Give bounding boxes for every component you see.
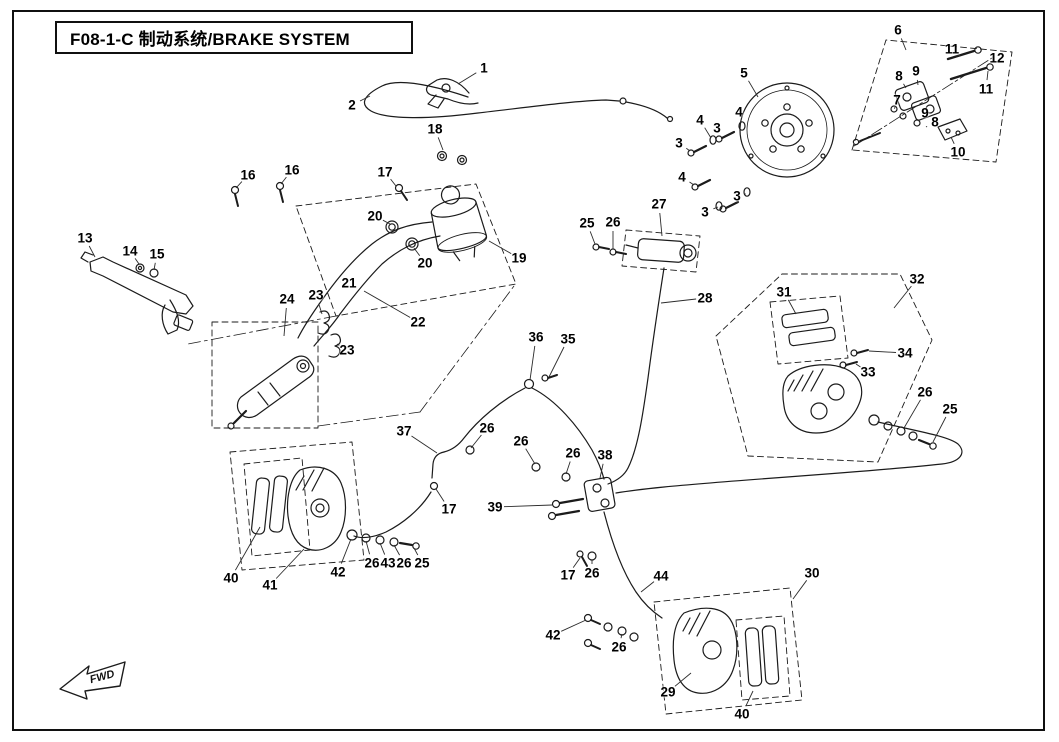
construction-lines	[187, 285, 515, 427]
rear-caliper-drawing	[672, 607, 780, 694]
hose-clamps-drawing	[385, 220, 419, 251]
brake-lever-drawing	[425, 78, 479, 109]
front-brake-hose-drawing	[363, 81, 674, 123]
page-border	[12, 10, 1045, 731]
hose-fittings-drawing	[443, 374, 605, 480]
clamp-screw-drawing	[394, 183, 408, 201]
brake-pedal-lever-drawing	[80, 251, 194, 335]
rear-master-cylinder-drawing	[592, 238, 697, 263]
fwd-label: FWD	[89, 668, 116, 686]
front-caliper-assembly-drawing	[852, 46, 994, 147]
title-box: F08-1-C 制动系统/BRAKE SYSTEM	[55, 21, 413, 54]
brake-fluid-reservoir-drawing	[430, 185, 488, 262]
junction-block-drawing	[531, 462, 616, 521]
dashed-enclosures	[211, 39, 1013, 715]
hose-clips-drawing	[317, 310, 342, 358]
reservoir-hoses-drawing	[297, 221, 441, 347]
front-hose-elbow-drawing	[353, 445, 475, 539]
fwd-arrow: FWD	[59, 661, 126, 700]
bracket-bolts-drawing	[230, 181, 285, 207]
master-cylinder-drawing	[227, 355, 315, 430]
rear-brake-hose-drawing	[607, 267, 665, 485]
front-left-caliper-drawing	[251, 466, 420, 551]
lever-nuts-drawing	[436, 150, 468, 166]
lower-brake-hose-drawing	[576, 511, 663, 650]
disc-mount-bolts-drawing	[687, 121, 751, 213]
rear-right-caliper-drawing	[615, 308, 963, 494]
diagram-title: F08-1-C 制动系统/BRAKE SYSTEM	[70, 30, 350, 49]
brake-disc-drawing	[739, 82, 835, 178]
